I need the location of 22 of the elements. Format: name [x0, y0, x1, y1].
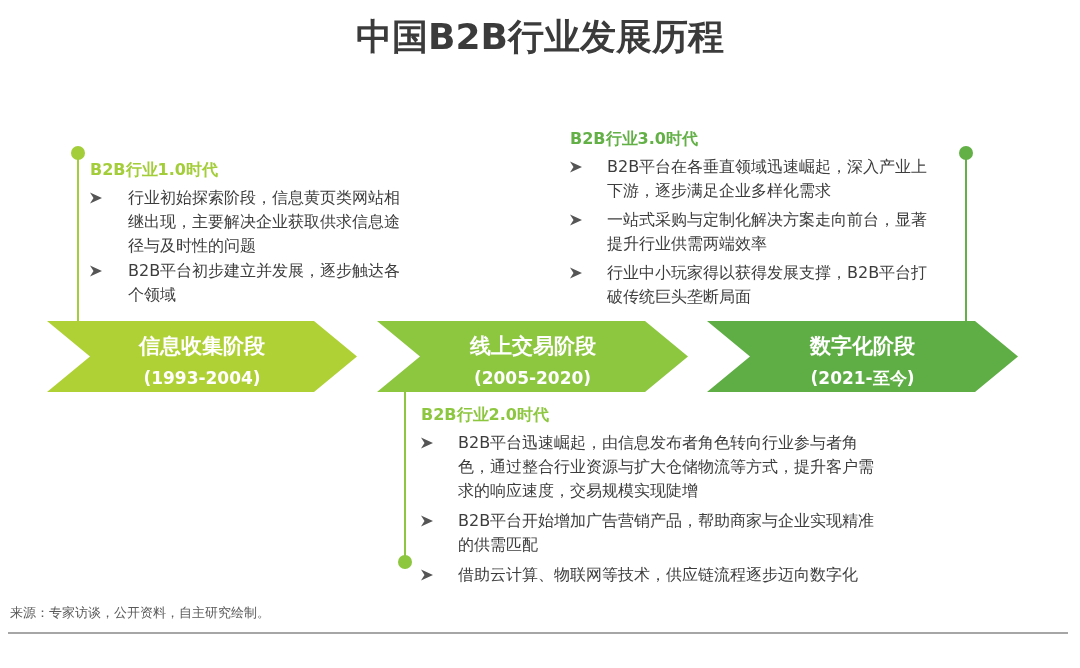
connector-line [71, 146, 85, 322]
bullet-text: 一站式采购与定制化解决方案走向前台，显著提升行业供需两端效率 [607, 209, 928, 255]
era-heading: B2B行业3.0时代 [570, 128, 698, 150]
page-title: 中国B2B行业发展历程 [356, 15, 724, 59]
source-note: 来源：专家访谈，公开资料，自主研究绘制。 [10, 604, 270, 622]
bullet-text: B2B平台初步建立并发展，逐步触达各个领域 [128, 260, 401, 306]
bullet-text: B2B平台迅速崛起，由信息发布者角色转向行业参与者角色，通过整合行业资源与扩大仓储物流等方式，提升客户需求的响应速度，交易规模实现陡增 [458, 432, 875, 502]
bullet-text: 借助云计算、物联网等技术，供应链流程逐步迈向数字化 [458, 564, 859, 586]
stage-name: 线上交易阶段 [469, 333, 596, 359]
bullet-text: B2B平台在各垂直领域迅速崛起，深入产业上下游，逐步满足企业多样化需求 [607, 156, 929, 202]
date-range: (1993-2004) [143, 367, 261, 389]
connector-line [398, 391, 412, 569]
connector-line [959, 146, 973, 322]
era-heading: B2B行业1.0时代 [90, 159, 218, 181]
bullet-text: 行业中小玩家得以获得发展支撑，B2B平台打破传统巨头垄断局面 [607, 262, 929, 308]
date-range: (2021-至今) [810, 367, 915, 389]
stage-name: 数字化阶段 [810, 333, 915, 359]
bullet-text: B2B平台开始增加广告营销产品，帮助商家与企业实现精准的供需匹配 [458, 510, 876, 556]
bullet-text: 行业初始探索阶段，信息黄页类网站相继出现，主要解决企业获取供求信息途径与及时性的问题 [128, 187, 401, 257]
stage-name: 信息收集阶段 [139, 333, 265, 359]
date-range: (2005-2020) [473, 367, 592, 389]
era-heading: B2B行业2.0时代 [421, 404, 549, 426]
